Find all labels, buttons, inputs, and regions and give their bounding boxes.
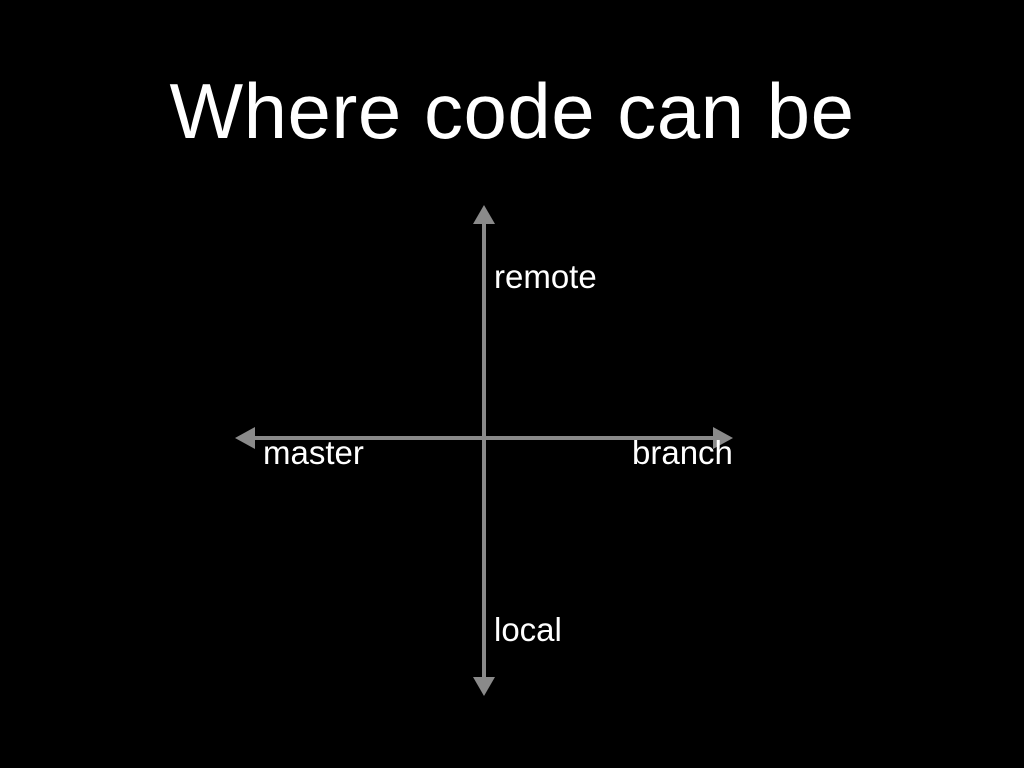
label-master: master <box>263 434 364 471</box>
slide-title: Where code can be <box>169 67 855 155</box>
arrow-left-icon <box>235 427 255 449</box>
label-remote: remote <box>494 258 597 295</box>
arrow-up-icon <box>473 205 495 224</box>
arrow-right-icon <box>713 427 733 449</box>
label-branch: branch <box>632 434 733 471</box>
arrow-down-icon <box>473 677 495 696</box>
label-local: local <box>494 611 562 648</box>
